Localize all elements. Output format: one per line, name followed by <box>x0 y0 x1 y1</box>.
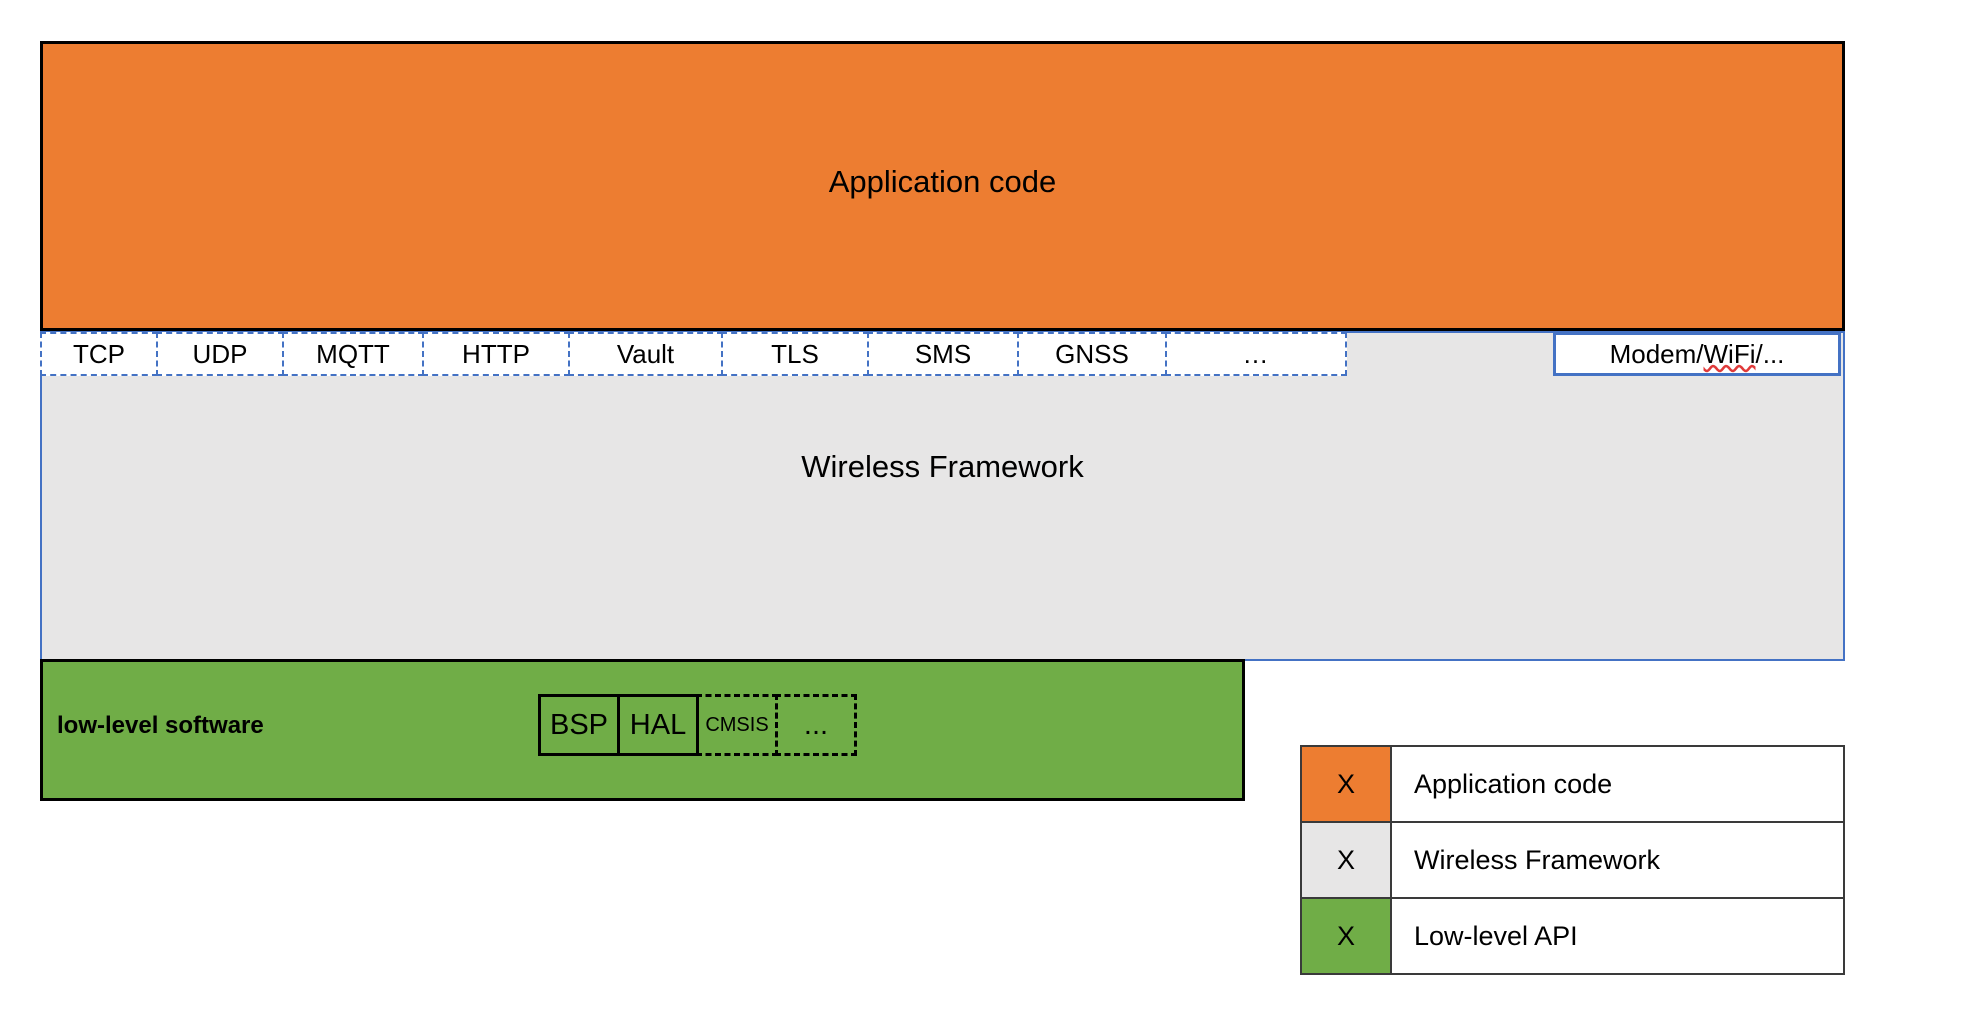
modem-misspelled-word: WiFi <box>1703 338 1756 369</box>
low-level-cell-hal[interactable]: HAL <box>617 694 699 756</box>
protocol-chip-vault[interactable]: Vault <box>568 332 723 376</box>
wireless-framework-label: Wireless Framework <box>801 449 1084 484</box>
legend-swatch-wireless-framework: X <box>1300 821 1392 899</box>
low-level-cell-label: CMSIS <box>705 714 769 736</box>
legend-label-wireless-framework: Wireless Framework <box>1390 821 1845 899</box>
low-level-cell-label: HAL <box>629 708 687 741</box>
application-code-label: Application code <box>828 164 1057 199</box>
protocol-chip-label: MQTT <box>316 339 390 369</box>
protocol-chip-mqtt[interactable]: MQTT <box>282 332 424 376</box>
modem-prefix: Modem/ <box>1609 338 1704 369</box>
wireless-framework-block: Wireless Framework <box>40 331 1845 661</box>
protocol-chip-label: UDP <box>192 339 248 369</box>
protocol-chip-label: HTTP <box>462 339 530 369</box>
modem-wifi-box[interactable]: Modem/WiFi/... <box>1553 332 1841 376</box>
protocol-chip-label: Vault <box>616 339 675 369</box>
protocol-chip-tcp[interactable]: TCP <box>40 332 158 376</box>
protocol-chip-http[interactable]: HTTP <box>422 332 570 376</box>
protocol-chip-label: TLS <box>771 339 819 369</box>
legend-swatch-application-code: X <box>1300 745 1392 823</box>
protocol-chip-label: ... <box>1243 339 1269 369</box>
low-level-cell-label: BSP <box>549 708 609 741</box>
protocol-chip-gnss[interactable]: GNSS <box>1017 332 1167 376</box>
low-level-cell-ellipsisellipsisellipsis[interactable]: ... <box>775 694 857 756</box>
low-level-cell-cmsis[interactable]: CMSIS <box>696 694 778 756</box>
low-level-cell-label: ... <box>803 708 829 741</box>
protocol-chip-label: GNSS <box>1055 339 1129 369</box>
legend-label-low-level-api: Low-level API <box>1390 897 1845 975</box>
protocol-chip-tls[interactable]: TLS <box>721 332 869 376</box>
low-level-cell-group: BSP HAL CMSIS... <box>538 694 857 756</box>
protocol-chip-label: SMS <box>914 339 972 369</box>
low-level-software-block: low-level software BSP HAL CMSIS... <box>40 659 1245 801</box>
modem-suffix: /... <box>1755 338 1785 369</box>
low-level-software-title: low-level software <box>57 712 264 739</box>
protocol-chip-ellipsisellipsisellipsis[interactable]: ... <box>1165 332 1347 376</box>
legend-swatch-low-level-api: X <box>1300 897 1392 975</box>
protocol-chip-udp[interactable]: UDP <box>156 332 284 376</box>
protocol-chip-label: TCP <box>73 339 125 369</box>
protocol-chip-sms[interactable]: SMS <box>867 332 1019 376</box>
protocol-chip-strip: TCP UDP MQTT HTTP Vault TLS SMS GNSS... <box>40 332 1347 376</box>
legend-label-application-code: Application code <box>1390 745 1845 823</box>
application-code-block: Application code <box>40 41 1845 331</box>
low-level-cell-bsp[interactable]: BSP <box>538 694 620 756</box>
